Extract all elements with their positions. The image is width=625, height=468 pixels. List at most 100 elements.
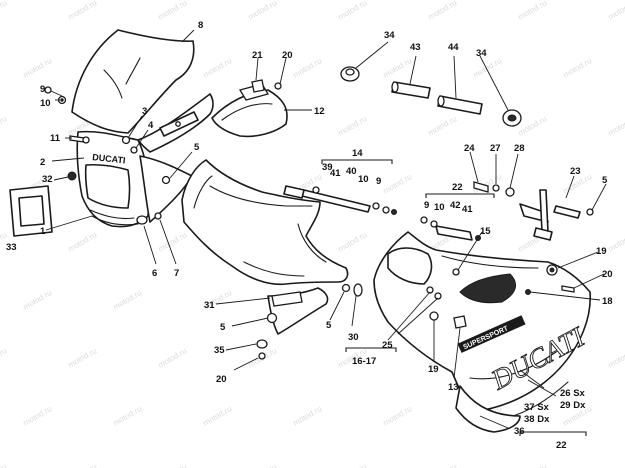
callout-43: 43 bbox=[410, 42, 421, 53]
callout-34-a: 34 bbox=[384, 30, 395, 41]
watermark-text: motod.ru bbox=[0, 346, 8, 370]
support-bracket bbox=[519, 189, 581, 241]
watermark-text: motod.ru bbox=[292, 404, 324, 428]
callout-33: 33 bbox=[6, 242, 17, 253]
callout-16-17: 16-17 bbox=[352, 356, 376, 367]
watermark-text: motod.ru bbox=[202, 404, 234, 428]
mount-plate bbox=[159, 111, 199, 137]
screw-cluster-14 bbox=[312, 186, 397, 215]
callout-11: 11 bbox=[50, 133, 61, 144]
callout-20-a: 20 bbox=[282, 50, 293, 61]
watermark-text: motod.ru bbox=[67, 0, 99, 22]
screw-20-right bbox=[561, 285, 575, 293]
screw-9-top-left bbox=[44, 86, 63, 97]
washer-5-lower bbox=[266, 312, 278, 324]
grommet-6 bbox=[136, 215, 148, 225]
callout-9-b: 9 bbox=[376, 176, 381, 187]
callout-27: 27 bbox=[490, 143, 501, 154]
callout-10-c: 10 bbox=[434, 202, 445, 213]
callout-14: 14 bbox=[352, 148, 363, 159]
callout-22-b: 22 bbox=[556, 440, 567, 451]
watermark-text: motod.ru bbox=[427, 114, 459, 138]
watermark-text: motod.ru bbox=[157, 230, 189, 254]
callout-22-a: 22 bbox=[452, 182, 463, 193]
grommets bbox=[340, 66, 522, 127]
screw-5-mid bbox=[341, 283, 351, 293]
watermark-text: motod.ru bbox=[607, 346, 625, 370]
watermark-text: motod.ru bbox=[562, 56, 594, 80]
left-side-fairing bbox=[181, 159, 349, 286]
watermark-text: motod.ru bbox=[337, 114, 369, 138]
quick-release-pins bbox=[391, 81, 483, 115]
callout-32: 32 bbox=[42, 174, 53, 185]
watermark-text: motod.ru bbox=[67, 462, 99, 468]
brace-strip bbox=[283, 185, 371, 213]
screw-5-upper bbox=[161, 175, 171, 185]
washer-19-right bbox=[546, 264, 558, 276]
watermark-text: motod.ru bbox=[382, 56, 414, 80]
watermark-text: motod.ru bbox=[337, 462, 369, 468]
callout-19-b: 19 bbox=[428, 364, 439, 375]
watermark-text: motod.ru bbox=[0, 114, 8, 138]
screw-7 bbox=[154, 212, 162, 220]
callout-28: 28 bbox=[514, 143, 525, 154]
watermark-text: motod.ru bbox=[517, 462, 549, 468]
callout-15: 15 bbox=[480, 226, 491, 237]
lower-belly-pan bbox=[455, 385, 521, 433]
watermark-text: motod.ru bbox=[0, 462, 8, 468]
screw-25 bbox=[426, 286, 442, 300]
callout-18: 18 bbox=[602, 296, 613, 307]
group-brackets bbox=[321, 159, 587, 436]
upper-fairing-nose: DUCATI bbox=[76, 130, 150, 228]
nut-21 bbox=[251, 79, 265, 93]
callout-9-c: 9 bbox=[424, 200, 429, 211]
watermark-text: motod.ru bbox=[202, 56, 234, 80]
callout-36: 36 bbox=[514, 426, 525, 437]
screw-20-lower bbox=[258, 352, 266, 360]
callout-26-sx: 26 Sx bbox=[560, 388, 586, 399]
screw-3 bbox=[121, 135, 131, 145]
screw-20-top bbox=[274, 82, 282, 90]
washer-27 bbox=[492, 184, 500, 192]
watermark-text: motod.ru bbox=[22, 56, 54, 80]
screw-5-right bbox=[586, 208, 594, 216]
callout-10-a: 10 bbox=[40, 98, 51, 109]
washer-28 bbox=[505, 187, 515, 197]
watermark-text: motod.ru bbox=[157, 462, 189, 468]
small-bracket bbox=[435, 225, 473, 241]
washer-4 bbox=[130, 146, 138, 154]
callout-40: 40 bbox=[346, 166, 357, 177]
callout-30: 30 bbox=[348, 332, 359, 343]
watermark-text: motod.ru bbox=[427, 0, 459, 22]
headlight-badge-text: DUCATI bbox=[92, 152, 126, 165]
watermark-text: motod.ru bbox=[0, 0, 8, 22]
callout-5-c: 5 bbox=[326, 320, 332, 331]
callout-5-a: 5 bbox=[194, 142, 200, 153]
watermark-text: motod.ru bbox=[337, 230, 369, 254]
lower-inner-panel bbox=[267, 287, 329, 335]
callout-39: 39 bbox=[322, 162, 333, 173]
callout-4: 4 bbox=[148, 120, 154, 131]
callout-6: 6 bbox=[152, 268, 157, 279]
watermark-text: motod.ru bbox=[517, 0, 549, 22]
watermark-text: motod.ru bbox=[427, 462, 459, 468]
watermark-text: motod.ru bbox=[247, 462, 279, 468]
watermark-text: motod.ru bbox=[157, 346, 189, 370]
callout-29-dx: 29 Dx bbox=[560, 400, 586, 411]
watermark-text: motod.ru bbox=[22, 288, 54, 312]
callout-1: 1 bbox=[40, 226, 46, 237]
washer-19-lower bbox=[429, 311, 439, 321]
callout-20-b: 20 bbox=[602, 269, 613, 280]
callout-34-b: 34 bbox=[476, 48, 487, 59]
watermark-text: motod.ru bbox=[337, 0, 369, 22]
callout-8: 8 bbox=[198, 20, 203, 31]
grommet-35 bbox=[256, 339, 268, 349]
screw-11 bbox=[69, 135, 90, 144]
callout-7: 7 bbox=[174, 268, 179, 279]
watermark-text: motod.ru bbox=[382, 172, 414, 196]
callout-37-sx: 37 Sx bbox=[524, 402, 550, 413]
watermark-text: motod.ru bbox=[607, 230, 625, 254]
callout-19-a: 19 bbox=[596, 246, 607, 257]
watermark-text: motod.ru bbox=[292, 56, 324, 80]
